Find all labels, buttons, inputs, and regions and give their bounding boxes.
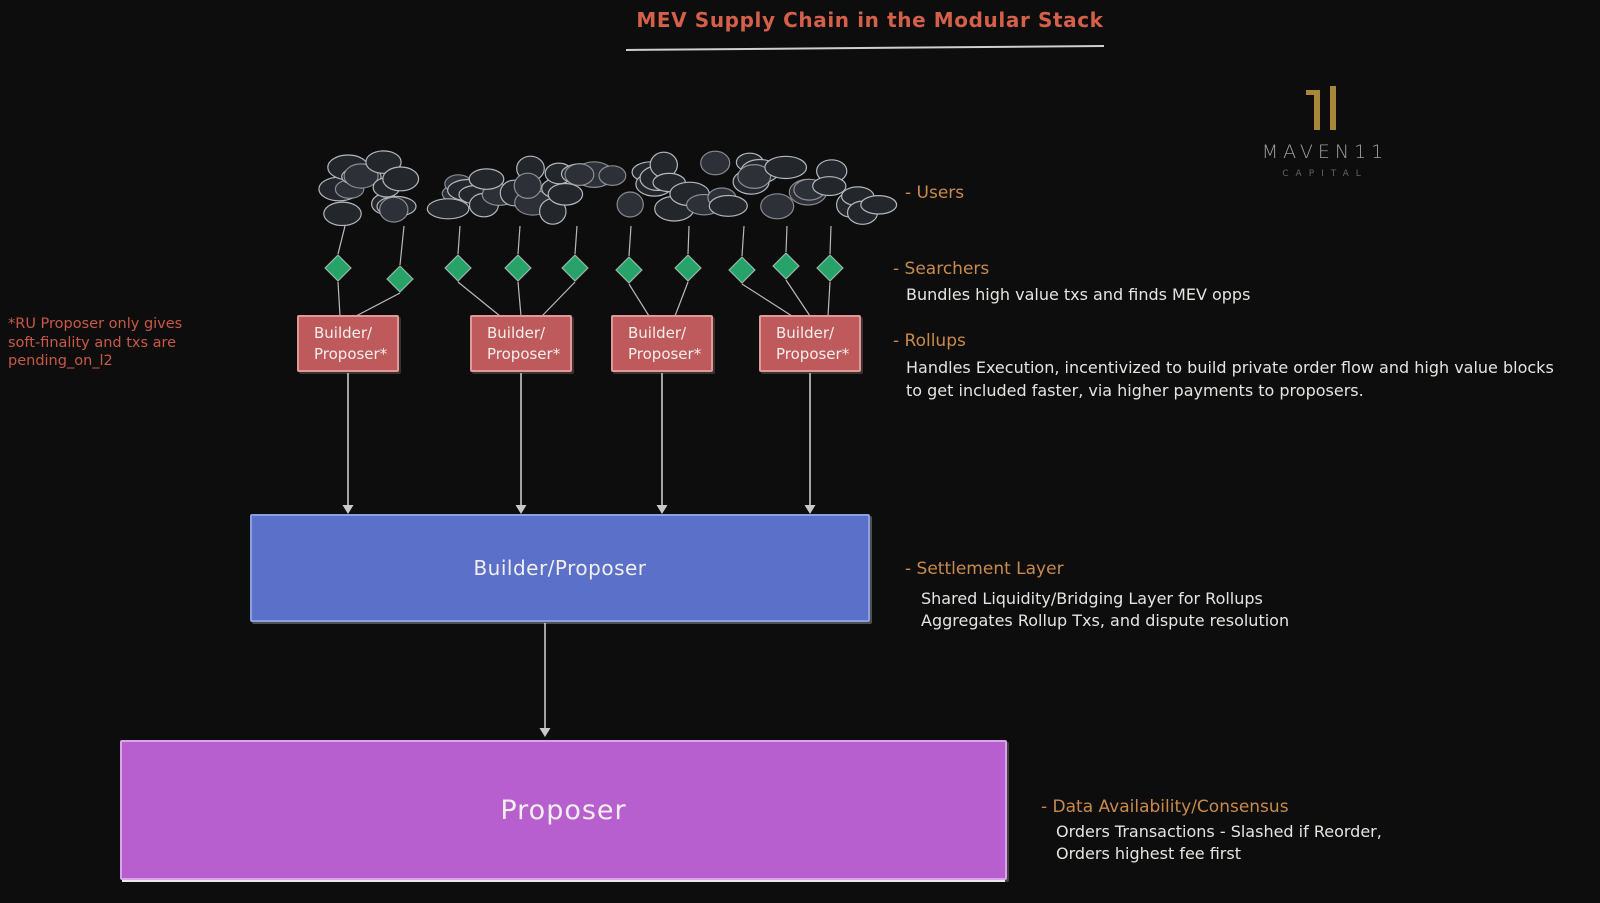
- logo-wordmark: MAVEN11: [1261, 141, 1389, 163]
- settlement-layer-box: Builder/Proposer: [250, 514, 870, 622]
- rollup-box-4: Builder/ Proposer*: [759, 315, 861, 372]
- maven11-logo-mark: [1306, 86, 1336, 130]
- users-cloud: [318, 150, 898, 227]
- searchers-desc: Bundles high value txs and finds MEV opp…: [906, 285, 1251, 304]
- settlement-label: - Settlement Layer: [905, 559, 1064, 579]
- settlement-desc-2: Aggregates Rollup Txs, and dispute resol…: [921, 611, 1290, 630]
- rollups-desc-2: to get included faster, via higher payme…: [906, 381, 1364, 400]
- side-note: *RU Proposer only gives soft-finality an…: [8, 316, 183, 370]
- proposer-box: Proposer: [120, 740, 1007, 880]
- users-label: - Users: [905, 183, 965, 203]
- settlement-desc-1: Shared Liquidity/Bridging Layer for Roll…: [921, 589, 1263, 608]
- searchers-label: - Searchers: [893, 259, 990, 279]
- maven11-logo: MAVEN11 CAPITAL: [1248, 86, 1402, 179]
- rollups-label: - Rollups: [893, 331, 966, 351]
- flow-arrows: [342, 373, 816, 737]
- searcher-diamonds: [324, 252, 844, 293]
- diagram-title: MEV Supply Chain in the Modular Stack: [636, 8, 1104, 32]
- data-availability-desc-2: Orders highest fee first: [1056, 844, 1241, 863]
- data-availability-label: - Data Availability/Consensus: [1041, 797, 1289, 817]
- rollup-box-2: Builder/ Proposer*: [470, 315, 572, 372]
- connector-lines: [337, 225, 832, 317]
- rollups-desc-1: Handles Execution, incentivized to build…: [906, 358, 1554, 377]
- rollup-box-3: Builder/ Proposer*: [611, 315, 713, 372]
- title-underline: [625, 45, 1105, 51]
- data-availability-desc-1: Orders Transactions - Slashed if Reorder…: [1056, 822, 1382, 841]
- logo-tagline: CAPITAL: [1282, 169, 1368, 179]
- rollup-box-1: Builder/ Proposer*: [297, 315, 399, 372]
